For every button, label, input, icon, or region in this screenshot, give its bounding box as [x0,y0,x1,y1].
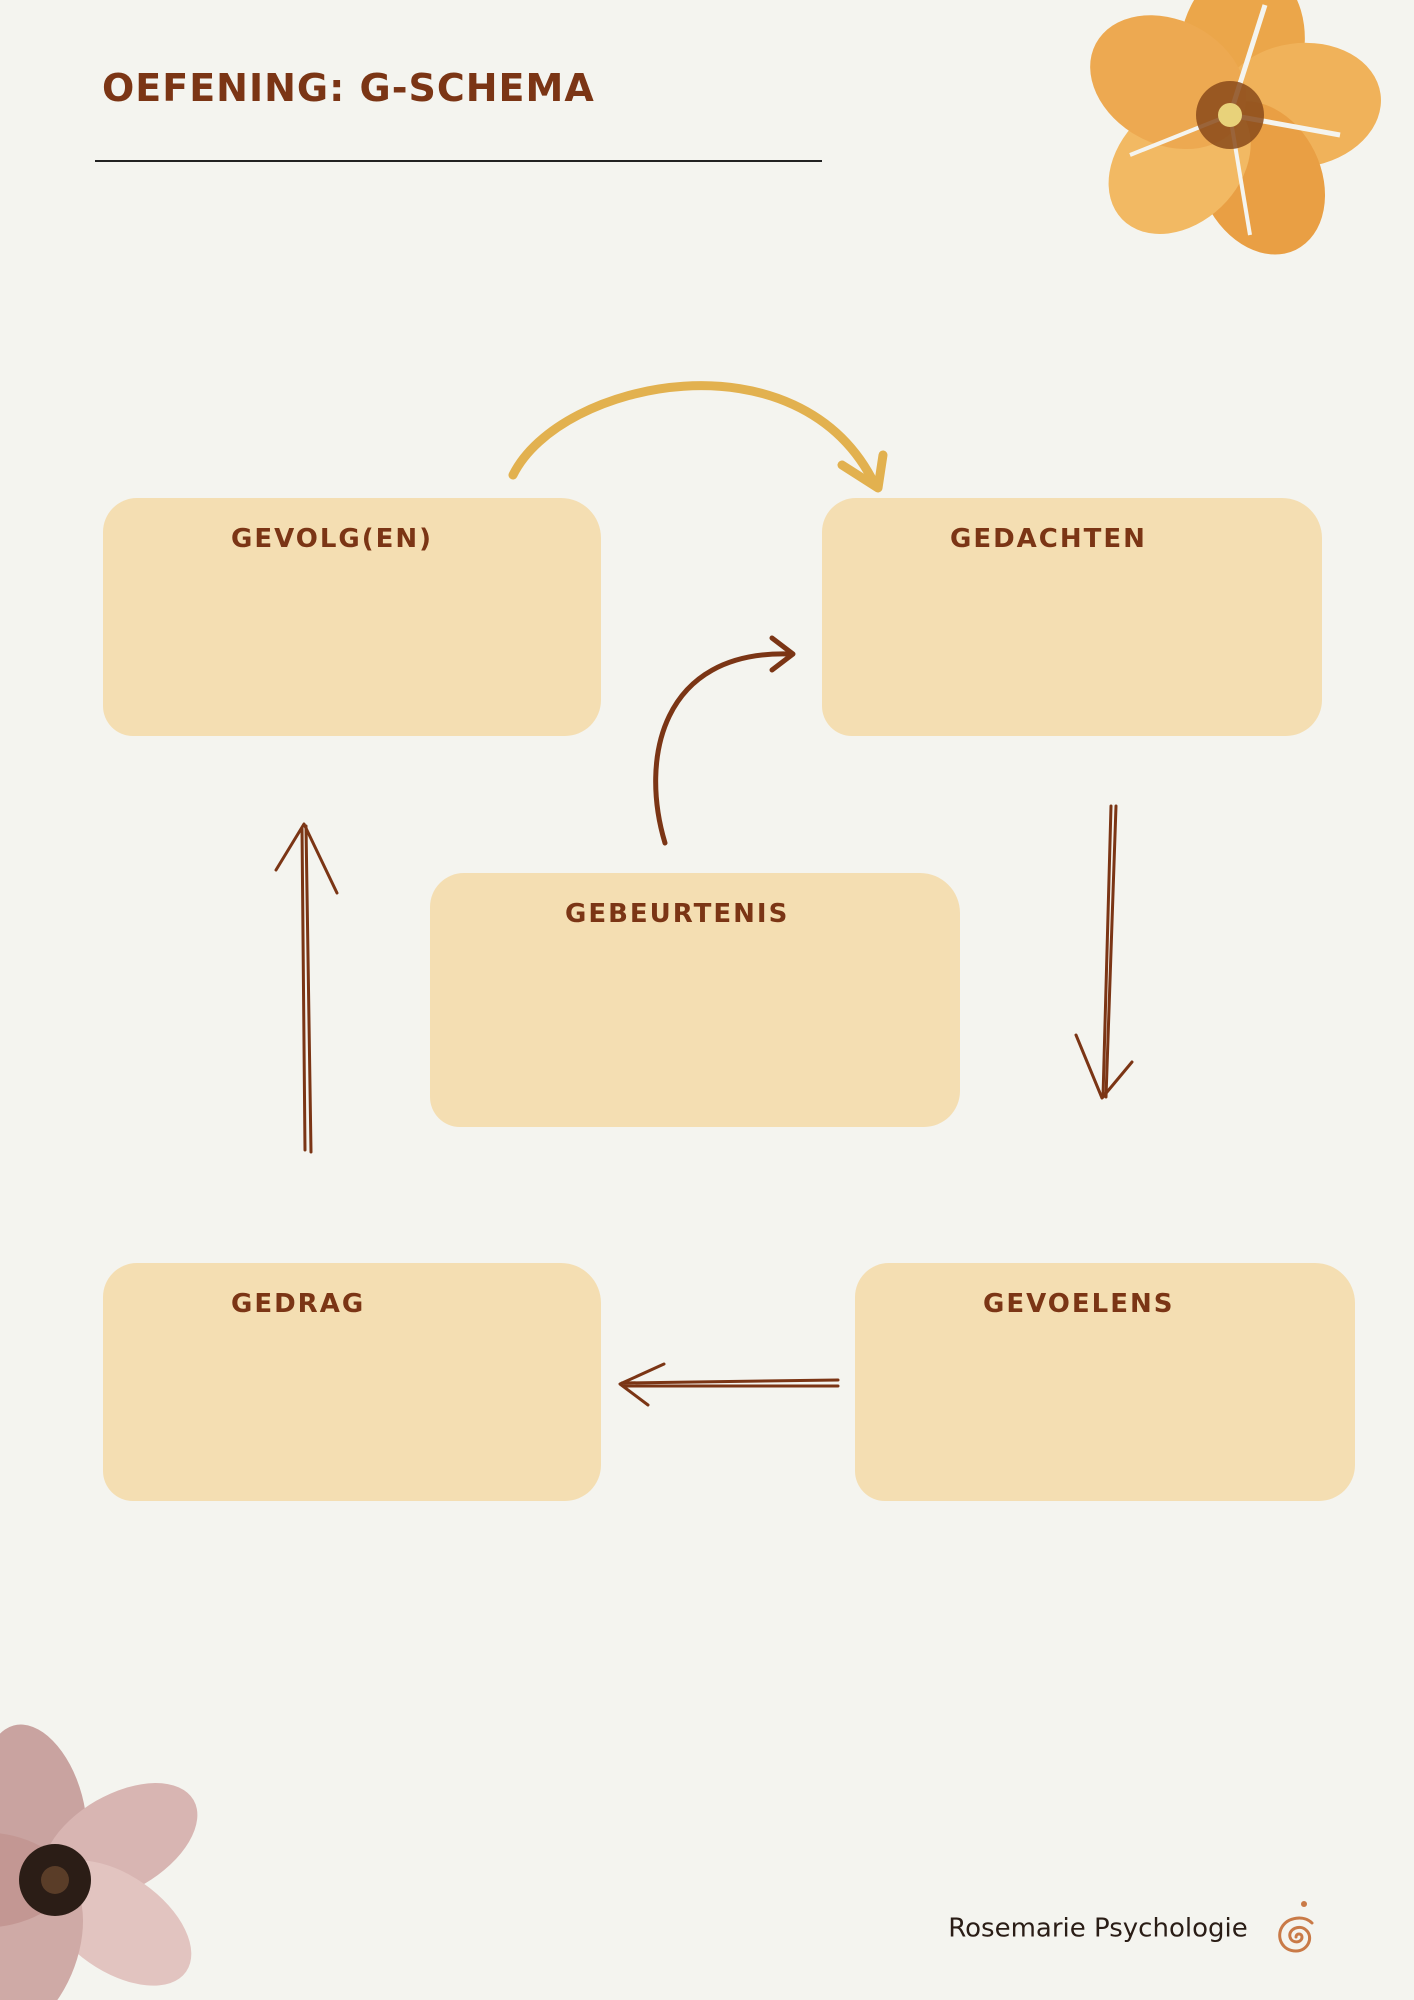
arrow-gebeurtenis-to-gedachten [653,635,796,846]
box-gedachten[interactable]: GEDACHTEN [822,498,1322,736]
box-gedrag[interactable]: GEDRAG [103,1263,601,1501]
spiral-icon [1278,1901,1314,1953]
box-gevolgen[interactable]: GEVOLG(EN) [103,498,601,736]
arrow-gevoelens-to-gedrag [618,1362,840,1407]
box-label-gebeurtenis: GEBEURTENIS [565,899,790,929]
box-label-gedrag: GEDRAG [231,1289,366,1319]
box-label-gedachten: GEDACHTEN [950,524,1147,554]
pink-flower-icon [0,1724,198,2000]
page-title: OEFENING: G-SCHEMA [102,66,595,110]
box-label-gevoelens: GEVOELENS [983,1289,1175,1319]
title-divider [95,160,822,162]
brand-footer: Rosemarie Psychologie [948,1899,1322,1959]
orange-flower-icon [1090,0,1381,255]
box-gevoelens[interactable]: GEVOELENS [855,1263,1355,1501]
arrow-gedrag-to-gevolgen [274,822,339,1154]
arrow-gedachten-to-gevoelens [1074,804,1134,1100]
box-gebeurtenis[interactable]: GEBEURTENIS [430,873,960,1127]
arrow-gevolgen-to-gedachten [508,381,888,493]
box-label-gevolgen: GEVOLG(EN) [231,524,434,554]
brand-name: Rosemarie Psychologie [948,1913,1248,1944]
